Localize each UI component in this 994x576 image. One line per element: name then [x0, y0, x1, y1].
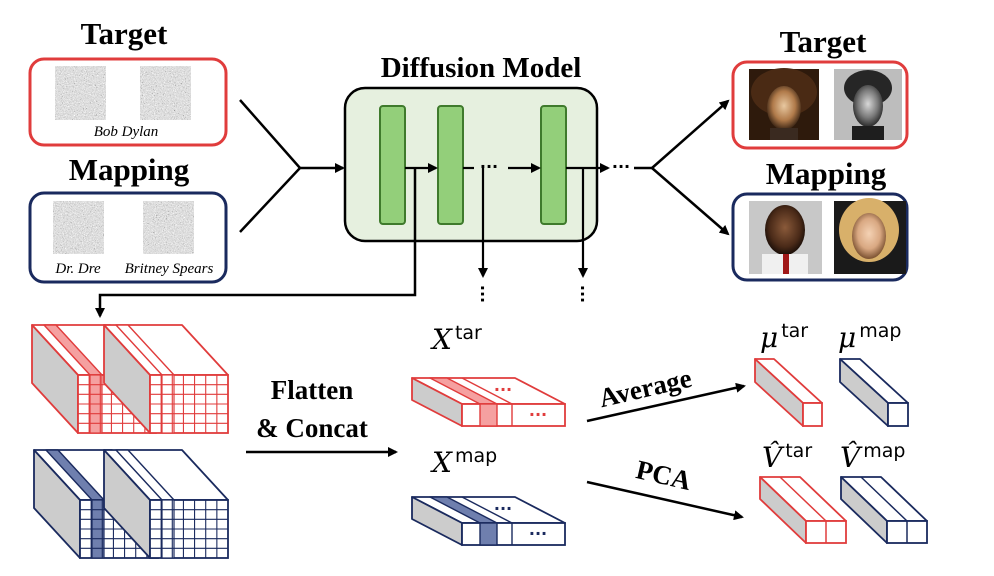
- x-map-matrix-front: [461, 522, 566, 546]
- v-map-label: V̂map: [840, 440, 905, 474]
- flattened-matrices: ··· ··· ··· ···: [411, 377, 566, 546]
- v-tar-matrix-col-divider-top: [779, 476, 827, 522]
- result-vectors: [754, 358, 928, 544]
- diverge-arrow-target: [651, 99, 730, 169]
- noise-image-target-1: [55, 66, 106, 120]
- x-map-matrix-ellipsis-top: ···: [494, 499, 512, 518]
- generated-face-dr-dre: [749, 201, 822, 274]
- v-map-matrix-col-divider-top: [860, 476, 908, 522]
- x-tar-matrix-ellipsis-top: ···: [494, 380, 512, 399]
- mu-tar-vector-front: [802, 402, 823, 427]
- average-label: Average: [596, 363, 694, 413]
- diverge-arrow-mapping: [651, 167, 730, 236]
- unet-block-2: [437, 105, 464, 225]
- noise-image-target-2: [140, 66, 191, 120]
- x-map-matrix-stripe-front: [479, 522, 498, 546]
- feature-extract-arrow: [95, 168, 417, 318]
- right-mapping-title: Mapping: [766, 156, 887, 191]
- model-title: Diffusion Model: [381, 52, 582, 84]
- unet-block-1: [379, 105, 406, 225]
- noise-image-mapping-1: [53, 201, 104, 254]
- feature-ellipsis-3: ···: [573, 285, 592, 303]
- v-tar-label: V̂tar: [762, 440, 812, 474]
- mu-map-vector-front: [887, 402, 909, 427]
- feature-maps: [31, 324, 229, 559]
- noise-image-mapping-2: [143, 201, 194, 254]
- left-mapping-title: Mapping: [69, 152, 190, 187]
- pca-label: PCA: [633, 454, 694, 496]
- x-tar-matrix-stripe-front: [479, 403, 498, 427]
- average-arrow: [586, 382, 746, 423]
- x-map-matrix-divider-top: [461, 496, 513, 524]
- converge-lines: [239, 99, 302, 233]
- generated-face-britney-spears: [834, 198, 906, 274]
- x-map-matrix-ellipsis-front: ···: [529, 524, 547, 543]
- generated-face-bob-dylan-color: [749, 68, 819, 140]
- left-target-title: Target: [81, 16, 168, 51]
- x-tar-matrix-divider-top: [461, 377, 513, 405]
- flatten-label-1: Flatten: [271, 375, 353, 405]
- left-mapping-caption-2: Britney Spears: [125, 261, 214, 277]
- feature-ellipsis-2: ···: [473, 285, 492, 303]
- flatten-label-2: & Concat: [256, 413, 368, 443]
- left-target-caption: Bob Dylan: [94, 124, 159, 140]
- right-target-title: Target: [780, 24, 867, 59]
- pca-arrow: [586, 480, 744, 521]
- left-mapping-caption-1: Dr. Dre: [54, 261, 101, 277]
- generated-face-bob-dylan-bw: [834, 69, 902, 140]
- x-tar-matrix-front: [461, 403, 566, 427]
- outer-ellipsis: ···: [612, 157, 630, 176]
- diffusion-model-box: [343, 86, 599, 243]
- x-tar-matrix-ellipsis-front: ···: [529, 405, 547, 424]
- unet-block-3: [540, 105, 567, 225]
- inner-ellipsis: ···: [480, 157, 498, 176]
